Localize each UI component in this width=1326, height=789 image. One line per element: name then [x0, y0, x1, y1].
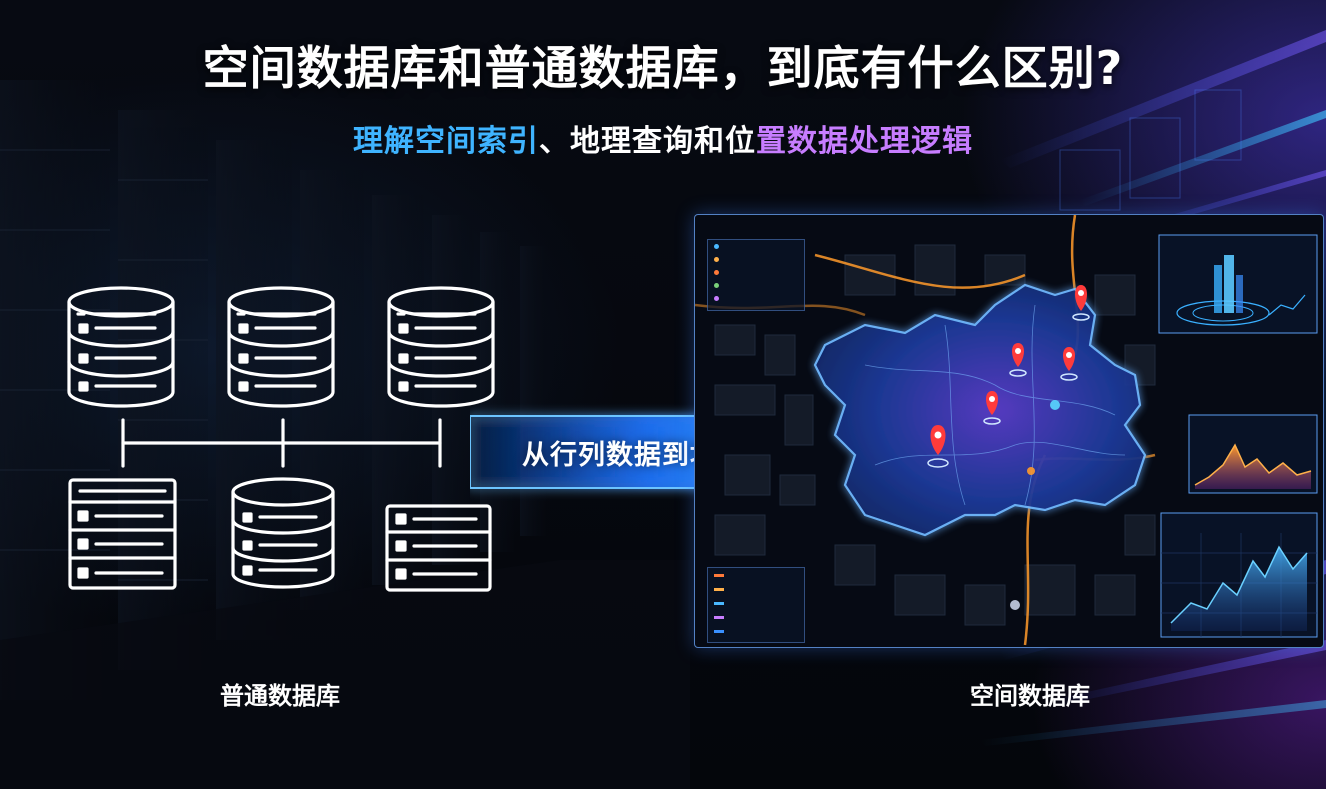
table-icon: [68, 478, 177, 590]
map-pin-icon: [983, 391, 1001, 425]
table-icon: [385, 504, 492, 592]
highlighted-region: [813, 283, 1147, 537]
database-cylinder-icon: [231, 477, 335, 589]
map-pin-icon: [1060, 347, 1078, 381]
map-legend-bottom: [707, 567, 805, 643]
database-diagram: [67, 286, 495, 592]
connector-lines: [121, 418, 442, 468]
map-legend-top: [707, 239, 805, 311]
map-dashboard-panel: [694, 214, 1324, 648]
city-map: [695, 215, 1318, 646]
map-pin-icon: [1072, 285, 1090, 321]
map-pin-icon: [1009, 343, 1027, 377]
normal-database-label: 普通数据库: [220, 682, 340, 710]
subtitle-part-3: 置数据处理逻辑: [756, 124, 973, 159]
spatial-database-label: 空间数据库: [970, 682, 1090, 710]
subtitle-part-1: 理解空间索引: [353, 124, 539, 159]
database-cylinder-icon: [227, 286, 335, 408]
subtitle-part-2: 、地理查询和位: [539, 124, 756, 159]
database-cylinder-icon: [387, 286, 495, 408]
page-title: 空间数据库和普通数据库，到底有什么区别?: [202, 41, 1124, 95]
map-pin-icon: [927, 425, 949, 468]
page-subtitle: 理解空间索引、地理查询和位置数据处理逻辑: [0, 116, 1326, 160]
database-cylinder-icon: [67, 286, 175, 408]
